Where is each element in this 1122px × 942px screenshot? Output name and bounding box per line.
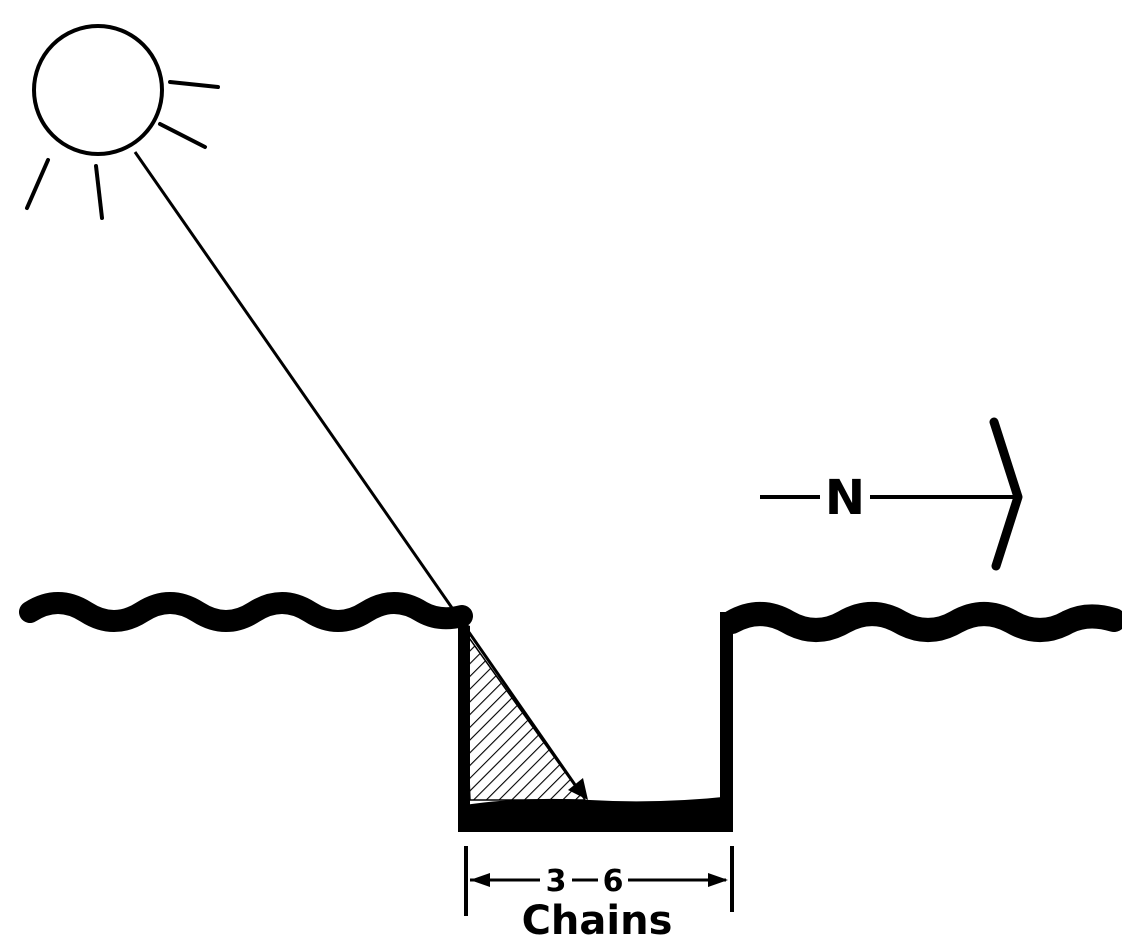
canopy-right [720, 602, 1122, 642]
gap-left-wall [458, 620, 470, 830]
width-unit-label: Chains [522, 898, 673, 942]
gap-floor [458, 796, 733, 832]
sun-icon [25, 24, 220, 220]
shadow-area [461, 625, 587, 801]
gap-right-wall [720, 612, 733, 830]
width-range-start: 3 [546, 864, 567, 899]
width-range-end: 6 [603, 864, 624, 899]
width-dimension [464, 846, 734, 916]
canopy-left [19, 592, 473, 632]
north-label: N [825, 470, 865, 526]
north-arrow-icon [760, 417, 1023, 571]
sun-ray-line [133, 151, 582, 793]
